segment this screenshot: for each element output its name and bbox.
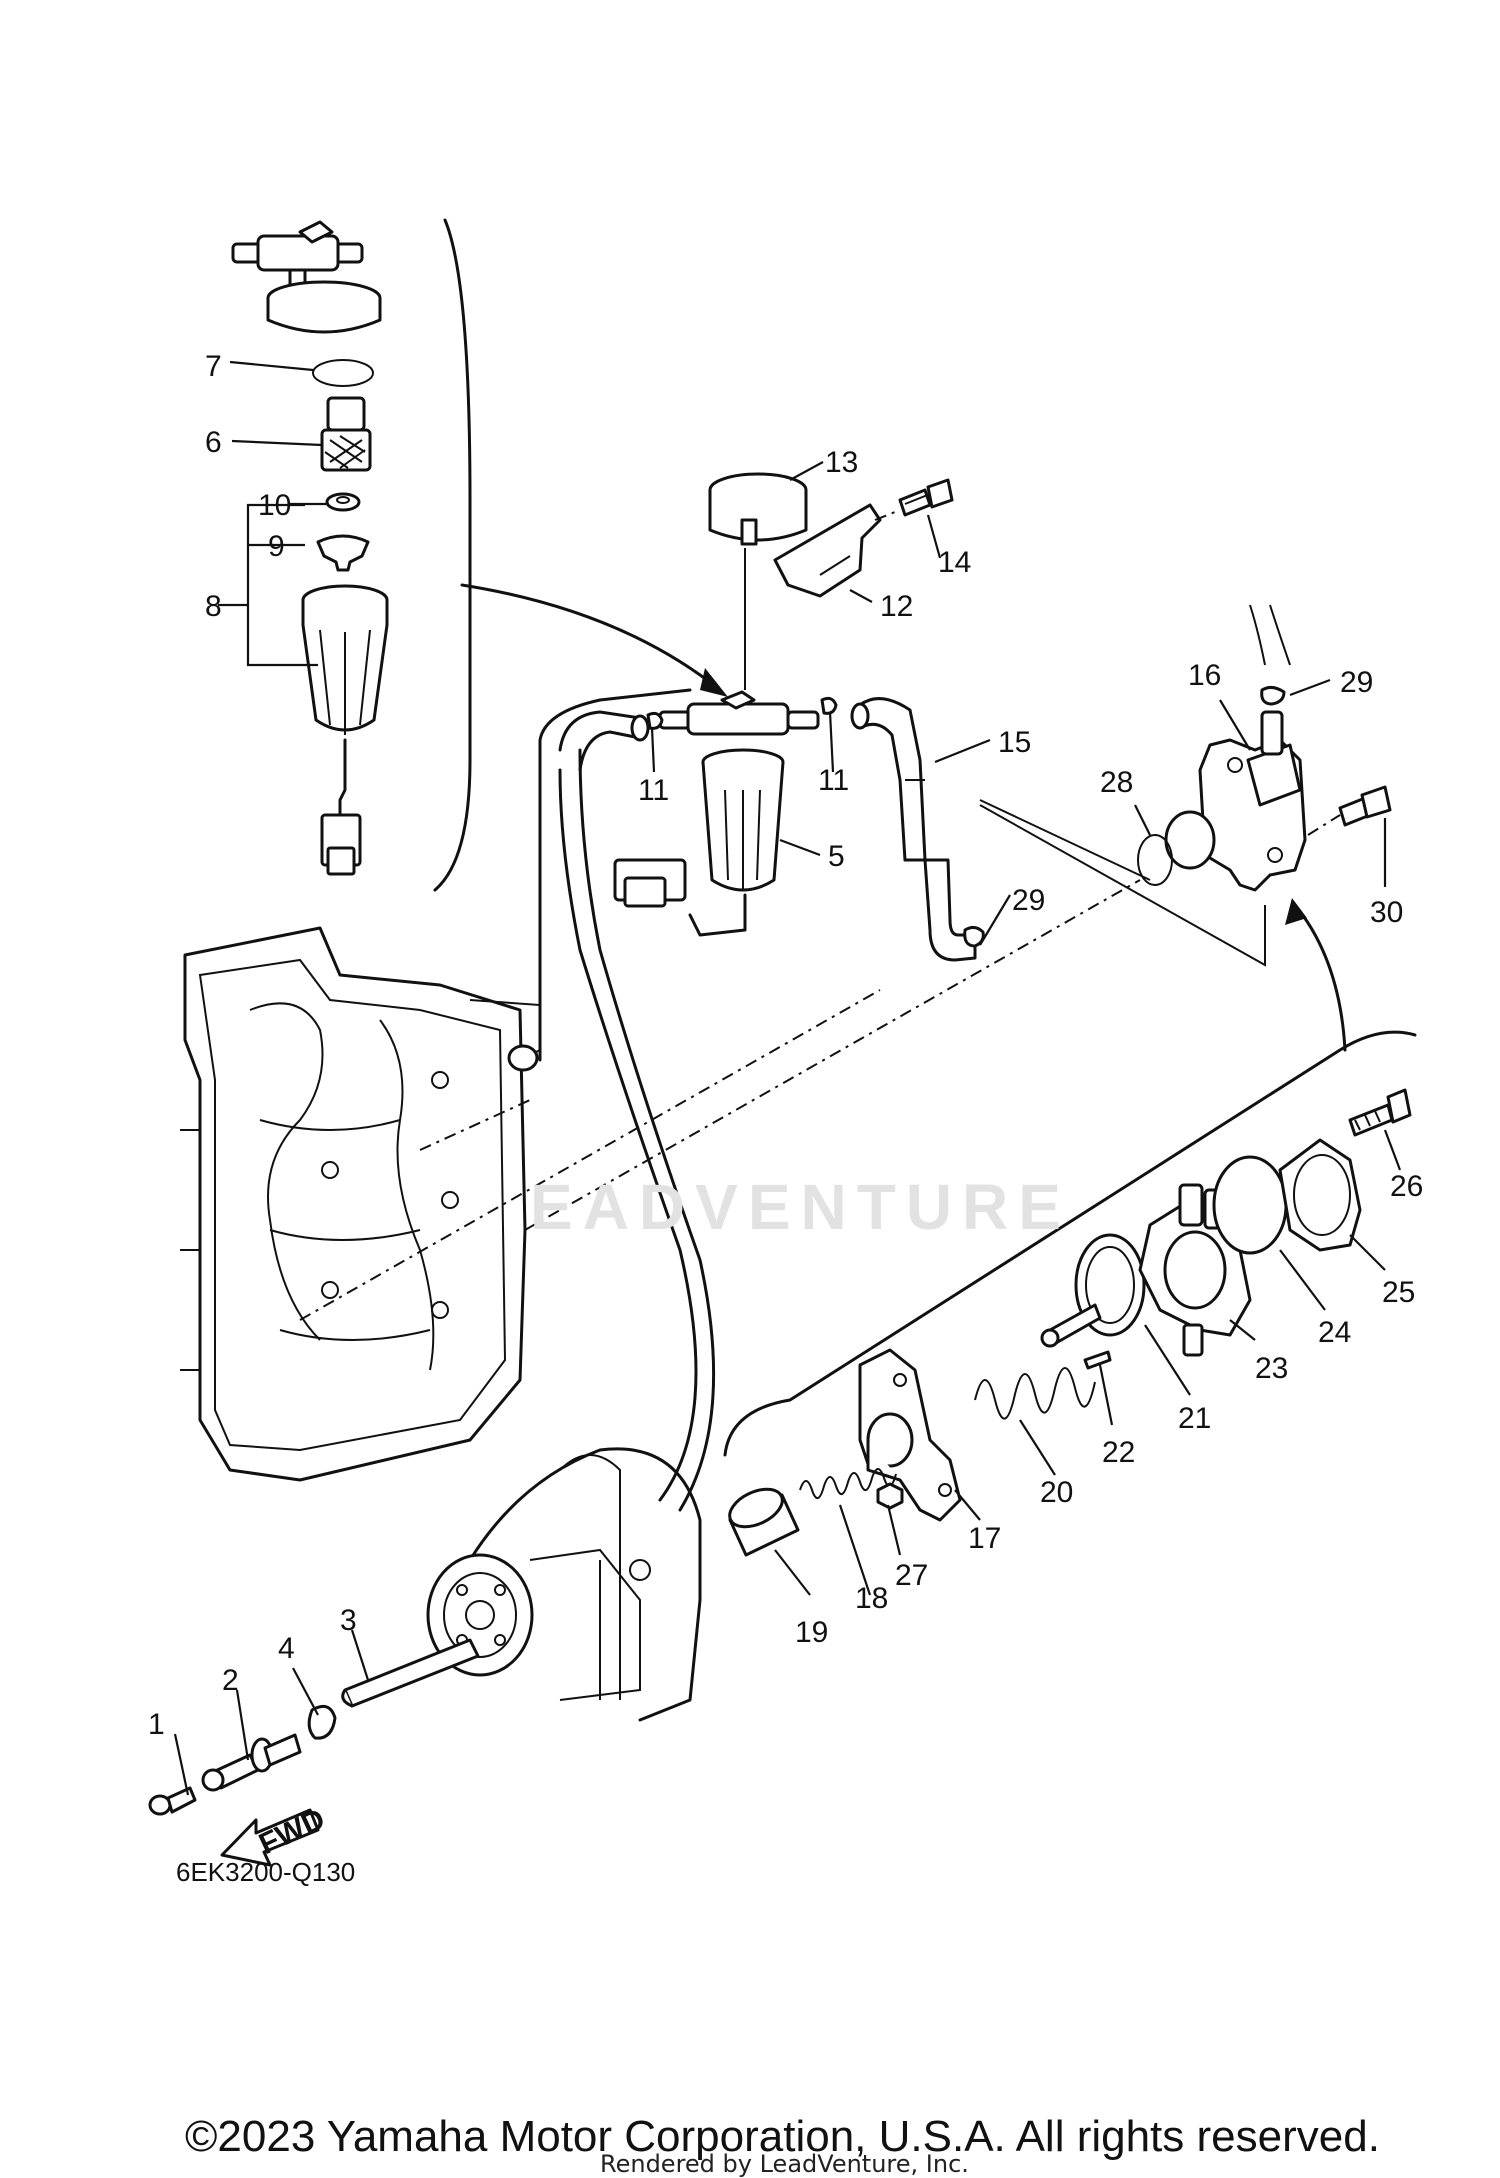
block-link-line xyxy=(538,688,692,1062)
fwd-arrow: FWD xyxy=(220,1802,330,1867)
fuel-filter-5 xyxy=(613,690,820,937)
clip-4 xyxy=(307,1704,337,1740)
fuel-pump-16 xyxy=(1164,604,1307,892)
piston-19 xyxy=(728,1487,800,1557)
callout-23: 23 xyxy=(1255,1352,1288,1385)
callout-10: 10 xyxy=(258,489,291,522)
spring-20 xyxy=(974,1367,1096,1420)
callout-21: 21 xyxy=(1178,1402,1211,1435)
callout-24: 24 xyxy=(1318,1316,1351,1349)
callout-30: 30 xyxy=(1370,896,1403,929)
callout-11-right: 11 xyxy=(818,764,849,797)
hose-left-line xyxy=(558,768,698,1502)
callout-1: 1 xyxy=(148,1708,165,1741)
pump-body-17 xyxy=(858,1348,962,1522)
inset-bracket xyxy=(433,218,472,892)
band-13 xyxy=(708,472,808,546)
callout-11-left: 11 xyxy=(638,774,669,807)
callout-7: 7 xyxy=(205,350,222,383)
filter-cup-8 xyxy=(301,584,389,876)
strainer-6 xyxy=(320,396,372,472)
pump-bracket xyxy=(723,1030,1417,1457)
callout-16: 16 xyxy=(1188,659,1221,692)
dash-block-to-28 xyxy=(524,879,1141,1231)
engine-block xyxy=(180,926,541,1482)
seal-24 xyxy=(1212,1155,1288,1255)
hose-15 xyxy=(850,697,977,962)
copyright-notice: ©2023 Yamaha Motor Corporation, U.S.A. A… xyxy=(185,2112,1380,2161)
clip-11-right xyxy=(820,696,838,715)
callout-13: 13 xyxy=(825,446,858,479)
callout-14: 14 xyxy=(938,546,971,579)
clip-29-upper xyxy=(1260,685,1286,706)
callout-25: 25 xyxy=(1382,1276,1415,1309)
diagram-code: 6EK3200-Q130 xyxy=(176,1857,356,1887)
callout-17: 17 xyxy=(968,1522,1001,1555)
callout-9: 9 xyxy=(268,530,285,563)
nut-27 xyxy=(876,1482,904,1510)
callout-18: 18 xyxy=(855,1582,888,1615)
bolt-14 xyxy=(898,478,954,517)
bushing-2 xyxy=(201,1733,302,1792)
fwd-label: FWD xyxy=(254,1802,330,1861)
callout-4: 4 xyxy=(278,1632,295,1665)
spring-18 xyxy=(799,1468,897,1499)
callout-3: 3 xyxy=(340,1604,357,1637)
watermark-text: EADVENTURE xyxy=(530,1171,1071,1243)
inset-arrowhead xyxy=(700,668,728,697)
float-9 xyxy=(316,534,370,572)
callout-20: 20 xyxy=(1040,1476,1073,1509)
pump-arrow xyxy=(1293,903,1347,1052)
pin-22 xyxy=(1083,1350,1112,1370)
callout-6: 6 xyxy=(205,426,222,459)
bracket-12 xyxy=(773,503,882,598)
callout-12: 12 xyxy=(880,590,913,623)
inset-arrow xyxy=(460,583,722,692)
callout-22: 22 xyxy=(1102,1436,1135,1469)
o-ring-28 xyxy=(1137,834,1173,886)
gearcase xyxy=(426,1447,702,1722)
hose-left xyxy=(558,710,642,752)
rendered-by-note: Rendered by LeadVenture, Inc. xyxy=(600,2150,969,2178)
diaphragm-21 xyxy=(1040,1233,1146,1348)
screw-26 xyxy=(1348,1088,1412,1137)
callout-19: 19 xyxy=(795,1616,828,1649)
clip-11-left xyxy=(646,711,664,730)
callout-26: 26 xyxy=(1390,1170,1423,1203)
push-rod-3 xyxy=(341,1638,480,1708)
leader-8-bracket xyxy=(246,503,318,667)
callout-5: 5 xyxy=(828,840,845,873)
leader-lines xyxy=(173,461,1402,1796)
callout-labels: 1 2 3 4 5 6 7 8 9 10 11 11 12 13 14 15 1… xyxy=(148,350,1423,1741)
gasket-25 xyxy=(1278,1138,1362,1252)
callout-29-lower: 29 xyxy=(1012,884,1045,917)
callout-15: 15 xyxy=(998,726,1031,759)
bolt-30 xyxy=(1307,785,1392,836)
callout-29-upper: 29 xyxy=(1340,666,1373,699)
callout-28: 28 xyxy=(1100,766,1133,799)
o-ring-7 xyxy=(312,359,374,387)
callout-27: 27 xyxy=(895,1559,928,1592)
callout-2: 2 xyxy=(222,1664,239,1697)
filter-cap-inset xyxy=(231,220,382,334)
callout-8: 8 xyxy=(205,590,222,623)
